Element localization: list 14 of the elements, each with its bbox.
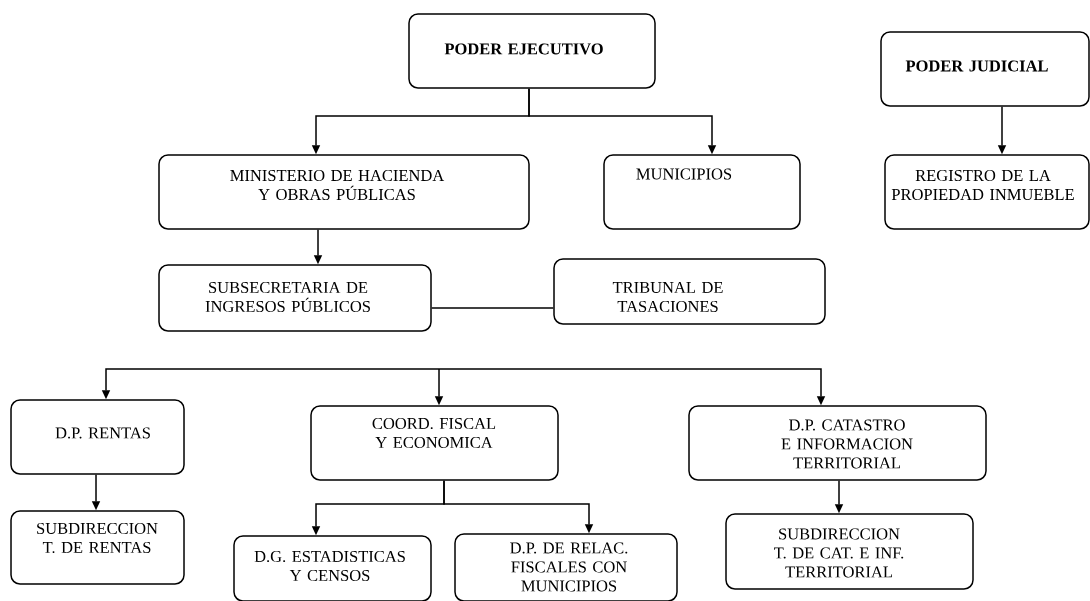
org-box: SUBSECRETARIA DE INGRESOS PÚBLICOS [158, 264, 432, 332]
org-box: REGISTRO DE LA PROPIEDAD INMUEBLE [884, 154, 1090, 230]
org-box: COORD. FISCAL Y ECONOMICA [310, 405, 559, 481]
org-box: D.P. CATASTRO E INFORMACION TERRITORIAL [688, 405, 987, 481]
org-box: D.P. DE RELAC. FISCALES CON MUNICIPIOS [454, 533, 678, 601]
org-box: PODER EJECUTIVO [408, 13, 656, 89]
org-box: D.P. RENTAS [10, 399, 185, 475]
org-box: SUBDIRECCION T. DE RENTAS [10, 510, 185, 585]
org-box: SUBDIRECCION T. DE CAT. E INF. TERRITORIAL [725, 513, 974, 590]
org-box: MINISTERIO DE HACIENDA Y OBRAS PÚBLICAS [158, 154, 530, 230]
org-box: D.G. ESTADISTICAS Y CENSOS [233, 535, 432, 601]
org-box: TRIBUNAL DE TASACIONES [553, 258, 826, 325]
org-box: MUNICIPIOS [603, 154, 801, 230]
org-box: PODER JUDICIAL [880, 31, 1090, 107]
